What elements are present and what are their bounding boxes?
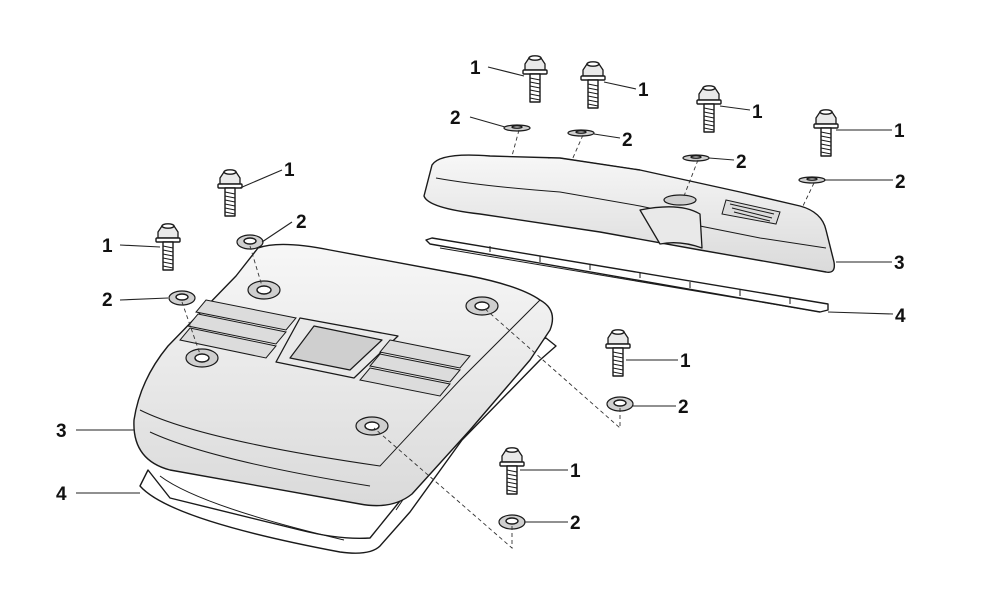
washer-upper-4 (798, 176, 826, 184)
callout-washer: 2 (450, 108, 461, 129)
callout-cover: 3 (894, 253, 905, 274)
cover-side-view (423, 154, 836, 273)
bolt-lower-4 (499, 447, 525, 495)
callout-washer: 2 (895, 172, 906, 193)
callout-bolt: 1 (894, 121, 905, 142)
callout-gasket: 4 (56, 484, 67, 505)
callout-gasket: 4 (895, 306, 906, 327)
callout-washer: 2 (736, 152, 747, 173)
bolt-upper-2 (580, 61, 606, 109)
bolt-upper-1 (522, 55, 548, 103)
callout-bolt: 1 (470, 58, 481, 79)
washer-upper-2 (567, 129, 595, 137)
callout-bolt: 1 (570, 461, 581, 482)
cooling-fins-right (359, 339, 471, 397)
callout-bolt: 1 (638, 80, 649, 101)
callout-washer: 2 (570, 513, 581, 534)
callout-washer: 2 (102, 290, 113, 311)
washer-upper-3 (682, 154, 710, 162)
callout-bolt: 1 (680, 351, 691, 372)
callout-washer: 2 (622, 130, 633, 151)
callout-washer: 2 (678, 397, 689, 418)
callout-cover: 3 (56, 421, 67, 442)
gasket-side-view (425, 237, 829, 313)
bolt-lower-1 (217, 169, 243, 217)
bolt-lower-3 (605, 329, 631, 377)
callout-labels: 1 1 1 1 2 2 2 2 3 4 1 1 2 2 3 4 1 2 1 2 (56, 58, 906, 534)
bolt-upper-4 (813, 109, 839, 157)
washer-upper-1 (503, 124, 531, 132)
cooling-fins-left (179, 299, 297, 359)
cover-perspective (133, 243, 554, 507)
callout-bolt: 1 (284, 160, 295, 181)
bolt-upper-3 (696, 85, 722, 133)
callout-washer: 2 (296, 212, 307, 233)
callout-bolt: 1 (752, 102, 763, 123)
callout-bolt: 1 (102, 236, 113, 257)
leader-lines (76, 66, 894, 523)
